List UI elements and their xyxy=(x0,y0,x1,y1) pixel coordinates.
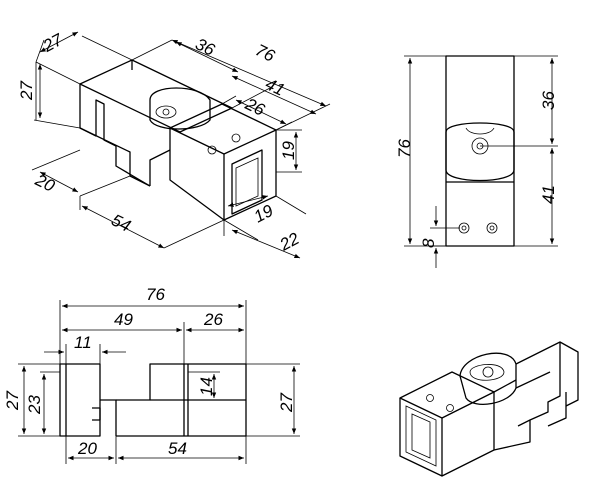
side-body xyxy=(445,55,515,247)
iso-dim-22: 22 xyxy=(276,229,303,255)
iso-dim-19-lower: 19 xyxy=(251,201,277,227)
front-body xyxy=(59,363,247,437)
isometric-view-rear xyxy=(399,341,579,477)
iso-dim-54: 54 xyxy=(108,210,133,235)
front-dim-23: 23 xyxy=(25,395,44,415)
front-dim-76: 76 xyxy=(146,285,165,304)
iso-dim-19-vertical: 19 xyxy=(279,141,298,160)
iso-body xyxy=(79,59,277,221)
iso-dim-26: 26 xyxy=(242,94,269,120)
side-dimension-labels: 76 36 41 8 xyxy=(395,91,558,248)
iso-dim-20: 20 xyxy=(32,170,59,196)
front-dim-20: 20 xyxy=(77,439,97,458)
front-dim-27-left: 27 xyxy=(3,391,22,411)
front-view: 76 49 26 11 27 23 14 27 20 54 xyxy=(3,285,300,464)
isometric-view: 27 27 36 76 41 26 19 20 54 19 22 xyxy=(17,30,331,259)
iso-dimension-labels: 27 27 36 76 41 26 19 20 54 19 22 xyxy=(17,30,303,255)
side-dim-8: 8 xyxy=(419,238,438,248)
side-dim-36: 36 xyxy=(539,91,558,110)
iso-dimension-lines xyxy=(31,31,331,259)
front-dim-11: 11 xyxy=(74,333,92,352)
front-dim-54: 54 xyxy=(168,439,187,458)
iso-dim-27-height: 27 xyxy=(17,81,36,101)
iso-dim-36: 36 xyxy=(192,34,218,60)
front-dim-27-right: 27 xyxy=(277,393,296,413)
front-dim-26: 26 xyxy=(203,310,223,329)
side-view: 76 36 41 8 xyxy=(395,55,558,268)
side-dim-41: 41 xyxy=(539,185,558,204)
iso-dim-27-depth: 27 xyxy=(39,30,66,56)
side-dim-76: 76 xyxy=(395,139,414,158)
front-dim-49: 49 xyxy=(114,310,133,329)
front-dim-14: 14 xyxy=(197,377,216,396)
iso-dim-41: 41 xyxy=(262,74,287,99)
side-dimension-lines xyxy=(404,55,558,268)
front-dimension-lines xyxy=(18,300,300,464)
iso-dim-76: 76 xyxy=(252,40,278,66)
front-dimension-labels: 76 49 26 11 27 23 14 27 20 54 xyxy=(3,285,296,458)
